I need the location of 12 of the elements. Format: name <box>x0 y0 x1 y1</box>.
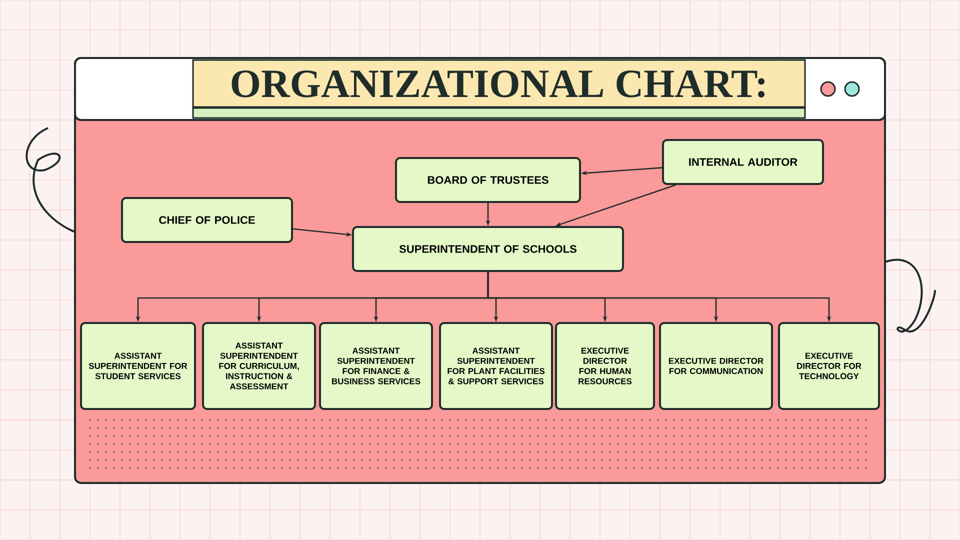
org-box: INTERNAL AUDITOR <box>662 139 824 185</box>
org-box: SUPERINTENDENT OF SCHOOLS <box>352 226 624 272</box>
org-box: ASSISTANT SUPERINTENDENT FOR STUDENT SERVICES <box>80 322 196 410</box>
org-box: ASSISTANT SUPERINTENDENT FOR PLANT FACILITIES & SUPPORT SERVICES <box>439 322 553 410</box>
org-box: EXECUTIVE DIRECTOR FOR HUMAN RESOURCES <box>555 322 655 410</box>
org-box: CHIEF OF POLICE <box>121 197 293 243</box>
org-box: ASSISTANT SUPERINTENDENT FOR FINANCE & BUSINESS SERVICES <box>319 322 433 410</box>
org-box: ASSISTANT SUPERINTENDENT FOR CURRICULUM, INSTRUCTION & ASSESSMENT <box>202 322 316 410</box>
org-box: BOARD OF TRUSTEES <box>395 157 581 203</box>
title-banner: ORGANIZATIONAL CHART: <box>192 59 806 119</box>
org-box: EXECUTIVE DIRECTOR FOR TECHNOLOGY <box>778 322 880 410</box>
org-box: EXECUTIVE DIRECTOR FOR COMMUNICATION <box>659 322 773 410</box>
